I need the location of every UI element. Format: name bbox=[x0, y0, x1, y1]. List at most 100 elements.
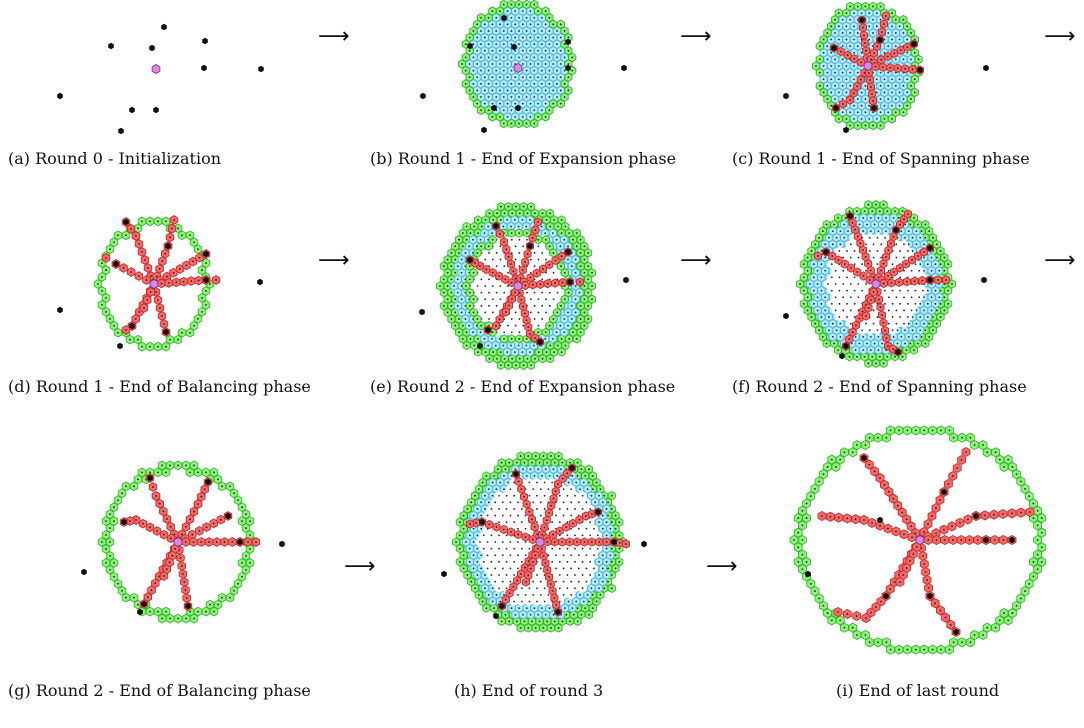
boundary-particle-center bbox=[913, 51, 916, 54]
boundary-particle-center bbox=[157, 220, 159, 223]
interior-gap-center bbox=[895, 243, 898, 246]
interior-gap-center bbox=[903, 309, 905, 312]
agent-particle bbox=[419, 308, 425, 316]
expansion-particle-center bbox=[847, 230, 849, 233]
expansion-particle-center bbox=[934, 302, 937, 305]
agent-particle bbox=[893, 226, 899, 234]
boundary-particle-center bbox=[469, 232, 472, 235]
agent-particle bbox=[203, 250, 209, 258]
expansion-particle-center bbox=[483, 63, 486, 65]
expansion-particle-center bbox=[902, 58, 905, 61]
expansion-particle-center bbox=[510, 69, 513, 72]
boundary-particle-center bbox=[193, 464, 195, 467]
boundary-particle-center bbox=[446, 271, 449, 274]
interior-gap-center bbox=[895, 322, 898, 325]
path-particle-center bbox=[880, 58, 883, 61]
boundary-particle-center bbox=[863, 355, 866, 358]
interior-gap-center bbox=[503, 331, 506, 334]
boundary-particle-center bbox=[450, 278, 453, 281]
agent-particle bbox=[493, 222, 499, 230]
expansion-particle-center bbox=[926, 289, 929, 292]
boundary-particle-center bbox=[910, 32, 912, 34]
expansion-particle-center bbox=[506, 218, 509, 221]
boundary-particle-center bbox=[97, 283, 99, 285]
expansion-particle-center bbox=[487, 344, 490, 347]
expansion-particle-center bbox=[487, 96, 490, 98]
expansion-particle-center bbox=[544, 36, 547, 39]
interior-gap-center bbox=[853, 302, 856, 305]
path-particle-center bbox=[890, 242, 892, 245]
path-particle-center bbox=[863, 34, 865, 37]
expansion-particle-center bbox=[904, 329, 906, 332]
boundary-particle-center bbox=[446, 285, 449, 287]
expansion-particle-center bbox=[843, 236, 846, 239]
expansion-particle-center bbox=[514, 89, 517, 92]
path-particle-center bbox=[150, 275, 152, 277]
arrow-3: ⟶ bbox=[1044, 24, 1076, 49]
boundary-particle-center bbox=[579, 331, 582, 334]
path-particle-center bbox=[843, 263, 846, 265]
expansion-particle-center bbox=[839, 322, 842, 325]
boundary-particle-center bbox=[193, 324, 195, 327]
interior-gap-center bbox=[514, 258, 517, 261]
expansion-particle-center bbox=[533, 16, 536, 19]
expansion-particle-center bbox=[856, 32, 859, 34]
interior-gap-center bbox=[548, 304, 551, 307]
agent-particle bbox=[501, 14, 507, 22]
expansion-particle-center bbox=[896, 342, 899, 345]
interior-gap-center bbox=[838, 302, 841, 305]
boundary-particle-center bbox=[837, 117, 840, 120]
expansion-particle-center bbox=[875, 25, 878, 28]
path-particle-center bbox=[863, 71, 866, 74]
expansion-particle-center bbox=[540, 43, 543, 46]
expansion-particle-center bbox=[887, 84, 890, 87]
boundary-particle-center bbox=[487, 109, 490, 112]
boundary-particle-center bbox=[458, 318, 460, 320]
boundary-particle-center bbox=[920, 335, 923, 338]
interior-gap-center bbox=[537, 258, 540, 261]
interior-gap-center bbox=[872, 243, 875, 246]
expansion-particle-center bbox=[824, 269, 827, 272]
path-particle-center bbox=[137, 275, 140, 277]
expansion-particle-center bbox=[495, 69, 498, 72]
interior-gap-center bbox=[846, 250, 848, 252]
expansion-particle-center bbox=[514, 102, 517, 105]
expansion-particle-center bbox=[898, 91, 901, 94]
interior-gap-center bbox=[842, 269, 845, 272]
expansion-particle-center bbox=[502, 69, 505, 72]
path-particle-center bbox=[862, 275, 865, 277]
interior-gap-center bbox=[887, 296, 890, 299]
expansion-particle-center bbox=[864, 111, 867, 114]
path-particle-center bbox=[893, 52, 896, 55]
expansion-particle-center bbox=[830, 78, 833, 81]
boundary-particle-center bbox=[909, 223, 912, 226]
boundary-particle-center bbox=[484, 351, 487, 354]
path-particle-center bbox=[854, 228, 857, 231]
interior-gap-center bbox=[910, 309, 913, 312]
boundary-particle-center bbox=[591, 298, 593, 301]
boundary-particle-center bbox=[891, 117, 893, 120]
expansion-particle-center bbox=[926, 302, 929, 305]
boundary-particle-center bbox=[113, 324, 115, 327]
boundary-particle-center bbox=[924, 342, 927, 345]
expansion-particle-center bbox=[521, 49, 524, 52]
expansion-particle-center bbox=[915, 322, 918, 325]
boundary-particle-center bbox=[563, 298, 566, 301]
boundary-particle-center bbox=[894, 111, 897, 114]
boundary-particle-center bbox=[814, 243, 817, 246]
boundary-particle-center bbox=[563, 30, 566, 32]
path-particle-center bbox=[511, 298, 513, 300]
boundary-particle-center bbox=[882, 362, 885, 365]
expansion-particle-center bbox=[887, 98, 890, 100]
interior-gap-center bbox=[488, 318, 490, 320]
boundary-particle-center bbox=[583, 285, 586, 287]
expansion-particle-center bbox=[476, 49, 479, 52]
expansion-particle-center bbox=[544, 23, 547, 26]
path-particle-center bbox=[872, 100, 874, 102]
boundary-particle-center bbox=[567, 89, 570, 92]
expansion-particle-center bbox=[525, 82, 528, 85]
expansion-particle-center bbox=[869, 230, 872, 233]
expansion-particle-center bbox=[544, 76, 547, 79]
expansion-particle-center bbox=[529, 23, 532, 26]
path-particle-center bbox=[522, 305, 525, 308]
